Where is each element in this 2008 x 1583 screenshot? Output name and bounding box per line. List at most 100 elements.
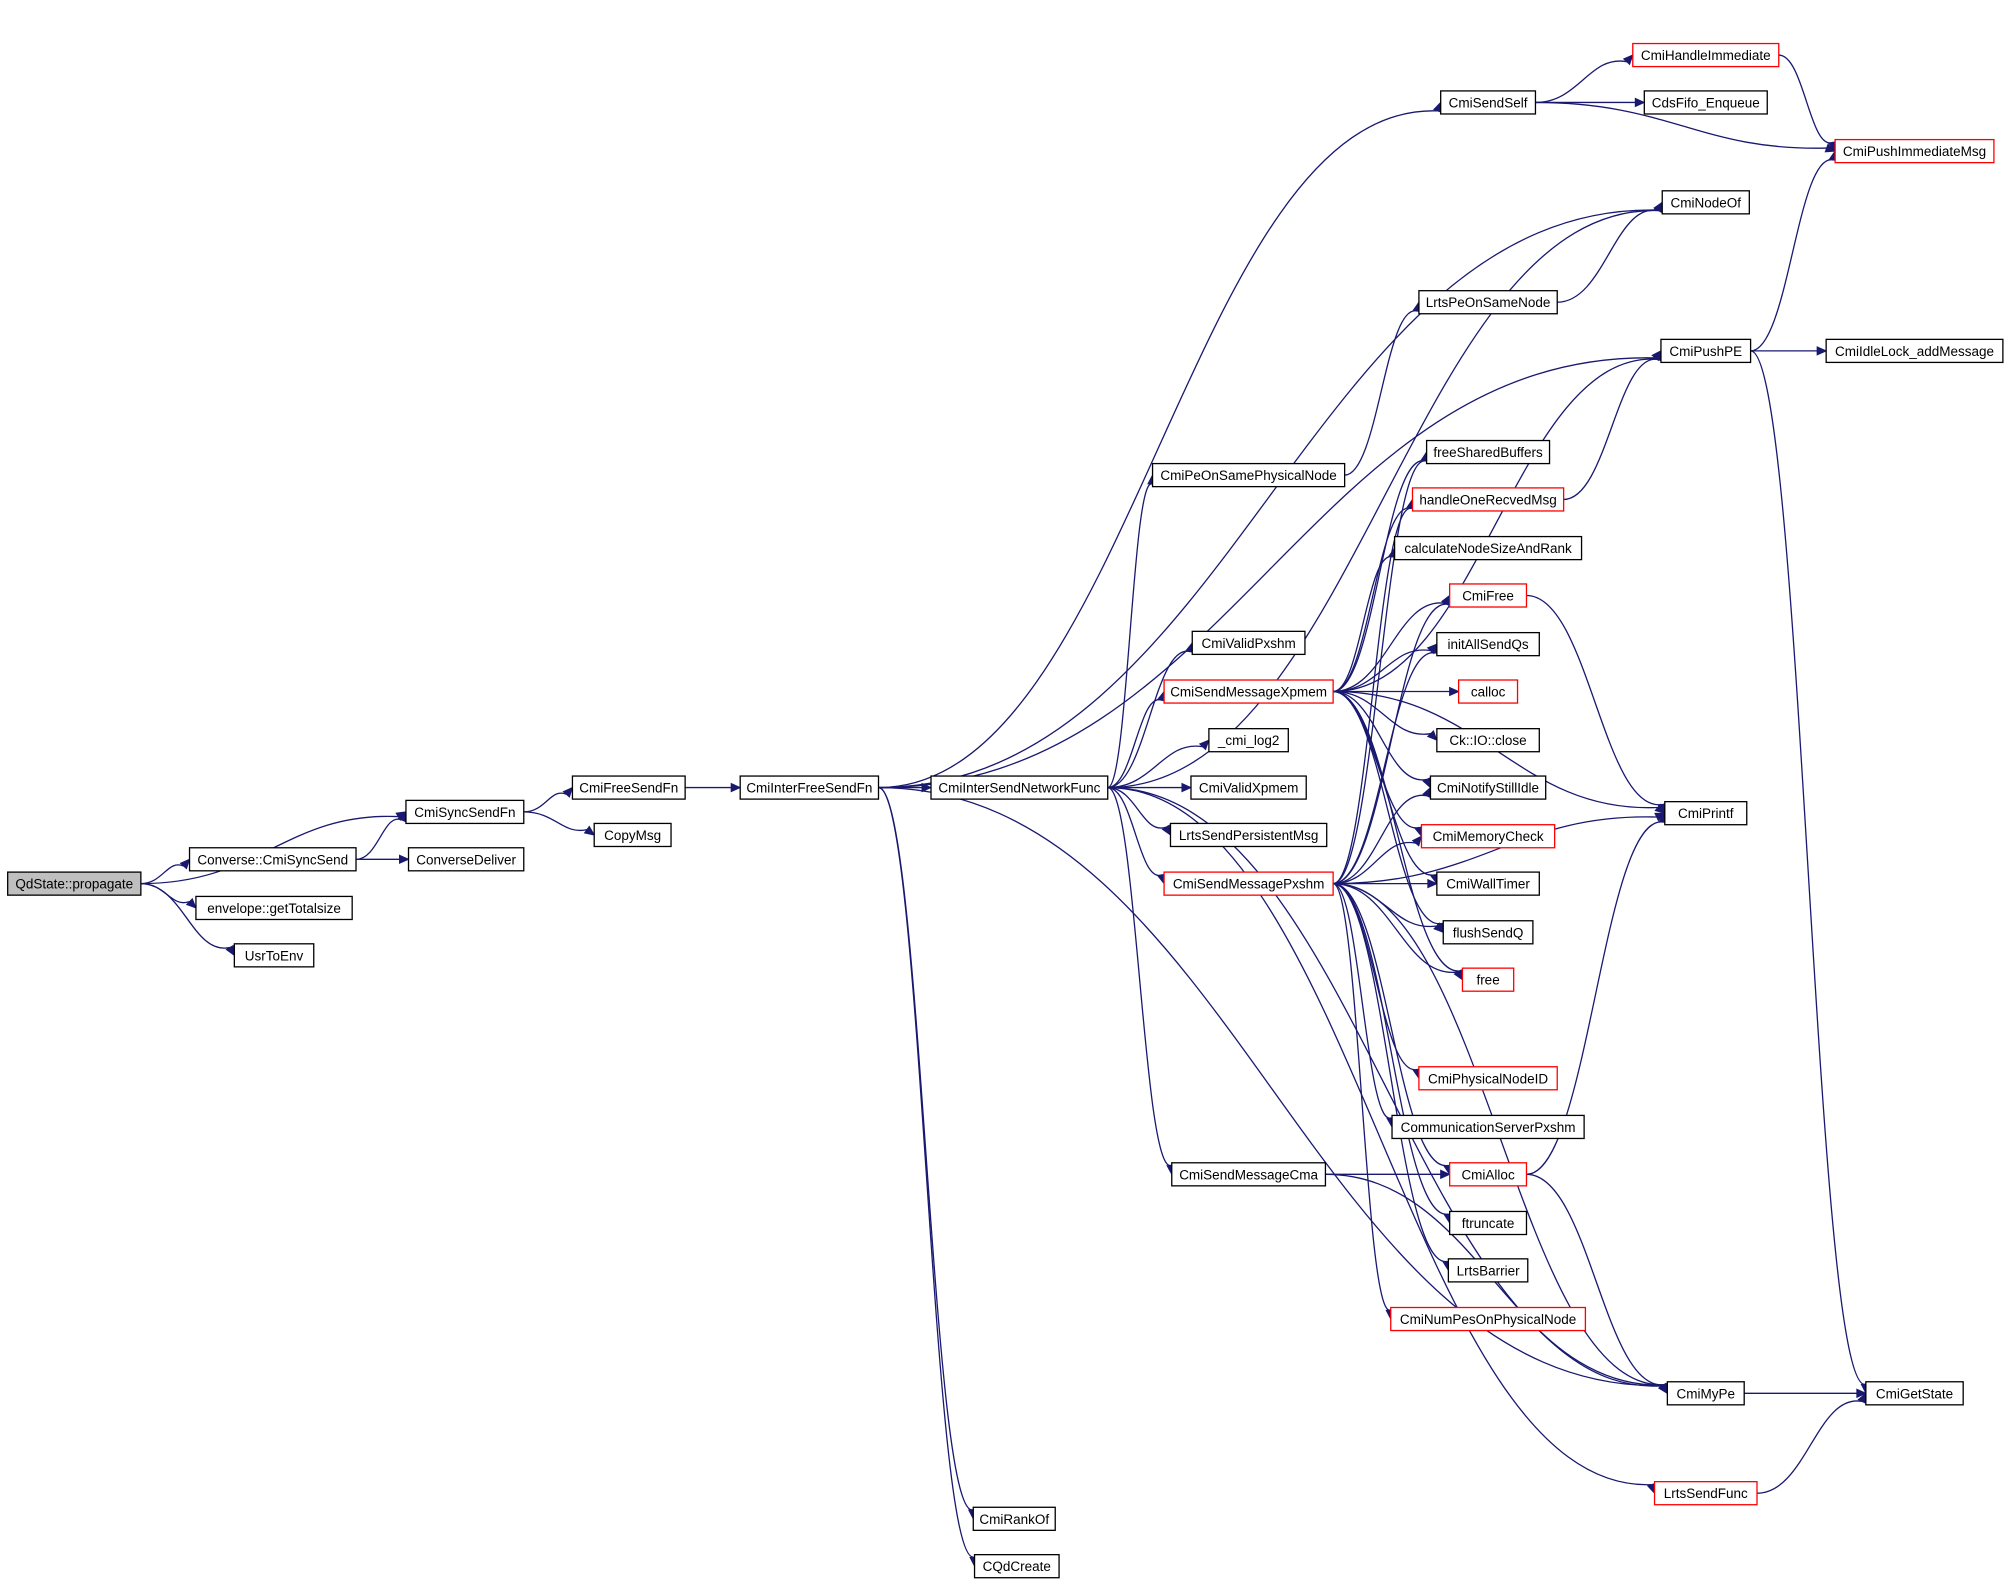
function-node-envelope-gettotalsize[interactable]: envelope::getTotalsize [195,895,353,921]
node-label: CmiSendSelf [1449,95,1528,110]
call-edge [878,786,978,1521]
function-node-flushsendq[interactable]: flushSendQ [1442,920,1534,945]
call-edge-line [1333,794,1427,885]
call-edge [140,858,191,885]
node-box [1425,439,1551,465]
function-node-cmimype[interactable]: CmiMyPe [1666,1381,1745,1406]
node-label: Ck::IO::close [1449,733,1526,748]
function-node-conversedeliver[interactable]: ConverseDeliver [407,847,525,872]
function-node-cmifree[interactable]: CmiFree [1449,583,1528,608]
node-box [1664,801,1748,826]
function-node-usrtoenv[interactable]: UsrToEnv [233,943,315,968]
function-node-cmigetstate[interactable]: CmiGetState [1865,1381,1964,1406]
call-edge-line [1333,507,1412,693]
function-node-cmipushimmediatemsg[interactable]: CmiPushImmediateMsg [1834,138,1995,164]
function-node-cmimemorycheck[interactable]: CmiMemoryCheck [1420,824,1556,849]
call-edge [1325,1173,1669,1395]
function-node-cmiintersendnetworkfunc[interactable]: CmiInterSendNetworkFunc [930,775,1109,800]
function-node-cmisendmessagexpmem[interactable]: CmiSendMessageXpmem [1163,679,1334,704]
node-label: CmiFree [1462,588,1514,603]
function-node-lrtsbarrier[interactable]: LrtsBarrier [1447,1258,1529,1283]
node-box [972,1506,1056,1531]
call-edge [523,811,596,836]
function-node-cmirankof[interactable]: CmiRankOf [972,1506,1056,1531]
node-box [188,847,357,872]
node-box [1391,1114,1585,1140]
function-node-freesharedbuffers[interactable]: freeSharedBuffers [1425,439,1551,465]
node-box [1449,1162,1528,1187]
function-node-cmivalidpxshm[interactable]: CmiValidPxshm [1191,630,1306,656]
function-node-ftruncate[interactable]: ftruncate [1449,1210,1528,1236]
function-node-converse-cmisyncsend[interactable]: Converse::CmiSyncSend [188,847,357,872]
function-node-communicationserverpxshm[interactable]: CommunicationServerPxshm [1391,1114,1585,1140]
call-edges [140,54,1871,1568]
node-label: Converse::CmiSyncSend [197,852,348,867]
node-label: freeSharedBuffers [1433,445,1543,460]
call-edge-line [878,786,1663,1387]
node-label: CmiInterFreeSendFn [746,781,872,796]
function-node-cmisendmessagepxshm[interactable]: CmiSendMessagePxshm [1163,871,1334,896]
node-label: CmiHandleImmediate [1641,48,1771,63]
function-node-cmialloc[interactable]: CmiAlloc [1449,1162,1528,1187]
node-label: CmiMyPe [1677,1386,1736,1401]
function-node-free[interactable]: free [1461,967,1515,992]
function-node-cmisendmessagecma[interactable]: CmiSendMessageCma [1171,1162,1327,1187]
function-node-cminumpesonphysicalnode[interactable]: CmiNumPesOnPhysicalNode [1390,1306,1587,1332]
node-label: initAllSendQs [1448,637,1529,652]
call-edge-line [1526,594,1663,806]
function-node-initallsendqs[interactable]: initAllSendQs [1436,631,1540,657]
function-node-cmifreesendfn[interactable]: CmiFreeSendFn [571,775,686,800]
call-edge-line [1325,1173,1663,1387]
call-edge-line [1750,350,1866,1385]
function-node-cmi-log2[interactable]: _cmi_log2 [1208,728,1289,753]
arrowhead [583,825,596,836]
node-label: CmiAlloc [1461,1167,1515,1182]
function-node-cmisendself[interactable]: CmiSendSelf [1440,90,1537,115]
function-node-cmiinterfreesendfn[interactable]: CmiInterFreeSendFn [739,775,880,800]
function-node-cmipeonsamephysicalnode[interactable]: CmiPeOnSamePhysicalNode [1151,462,1346,488]
node-box [1449,583,1528,608]
function-node-cminodeof[interactable]: CmiNodeOf [1661,190,1750,215]
function-node-ck-io-close[interactable]: Ck::IO::close [1436,728,1540,753]
function-node-cmihandleimmediate[interactable]: CmiHandleImmediate [1632,42,1780,68]
function-node-cmiphysicalnodeid[interactable]: CmiPhysicalNodeID [1418,1066,1558,1091]
function-node-cmivalidxpmem[interactable]: CmiValidXpmem [1190,775,1307,800]
call-edge-line [1344,310,1418,476]
call-edge-line [878,110,1438,789]
function-node-cmiidlelock-addmessage[interactable]: CmiIdleLock_addMessage [1825,338,2004,364]
function-node-cmipushpe[interactable]: CmiPushPE [1660,338,1752,364]
function-node-lrtssendfunc[interactable]: LrtsSendFunc [1653,1481,1758,1506]
function-node-qdstate-propagate[interactable]: QdState::propagate [7,871,142,896]
node-box [593,822,672,848]
function-node-lrtssendpersistentmsg[interactable]: LrtsSendPersistentMsg [1169,822,1328,848]
call-edge [1778,54,1838,153]
call-edge-line [1332,556,1394,693]
call-edge-line [1107,786,1167,829]
function-node-calloc[interactable]: calloc [1457,679,1519,704]
function-node-cqdcreate[interactable]: CQdCreate [973,1554,1060,1579]
node-label: LrtsSendPersistentMsg [1179,828,1319,843]
node-label: ftruncate [1462,1216,1515,1231]
function-node-cminotifystillidle[interactable]: CmiNotifyStillIdle [1429,775,1547,800]
function-node-cmiwalltimer[interactable]: CmiWallTimer [1436,871,1540,896]
node-box [195,895,353,921]
call-edge [1526,594,1667,815]
function-node-lrtspeonsamenode[interactable]: LrtsPeOnSameNode [1418,290,1558,315]
function-nodes: QdState::propagate CmiSyncSendFnConverse:… [7,42,2004,1579]
call-edge-line [1333,690,1461,972]
node-box [1436,871,1540,896]
function-node-cmiprintf[interactable]: CmiPrintf [1664,801,1748,826]
call-edge [1535,101,1837,153]
function-node-handleonerecvedmsg[interactable]: handleOneRecvedMsg [1411,487,1565,512]
node-box [930,775,1109,800]
call-edge-line [1333,460,1426,693]
call-edge-line [878,786,973,1511]
function-node-calculatenodesizeandrank[interactable]: calculateNodeSizeAndRank [1393,535,1583,561]
function-node-cmisyncsendfn[interactable]: CmiSyncSendFn [405,799,525,825]
call-edge-line [355,818,403,860]
node-box [7,871,142,896]
function-node-copymsg[interactable]: CopyMsg [593,822,672,848]
call-edge [878,349,1662,789]
arrowhead [1198,739,1210,751]
function-node-cdsfifo-enqueue[interactable]: CdsFifo_Enqueue [1643,90,1768,115]
